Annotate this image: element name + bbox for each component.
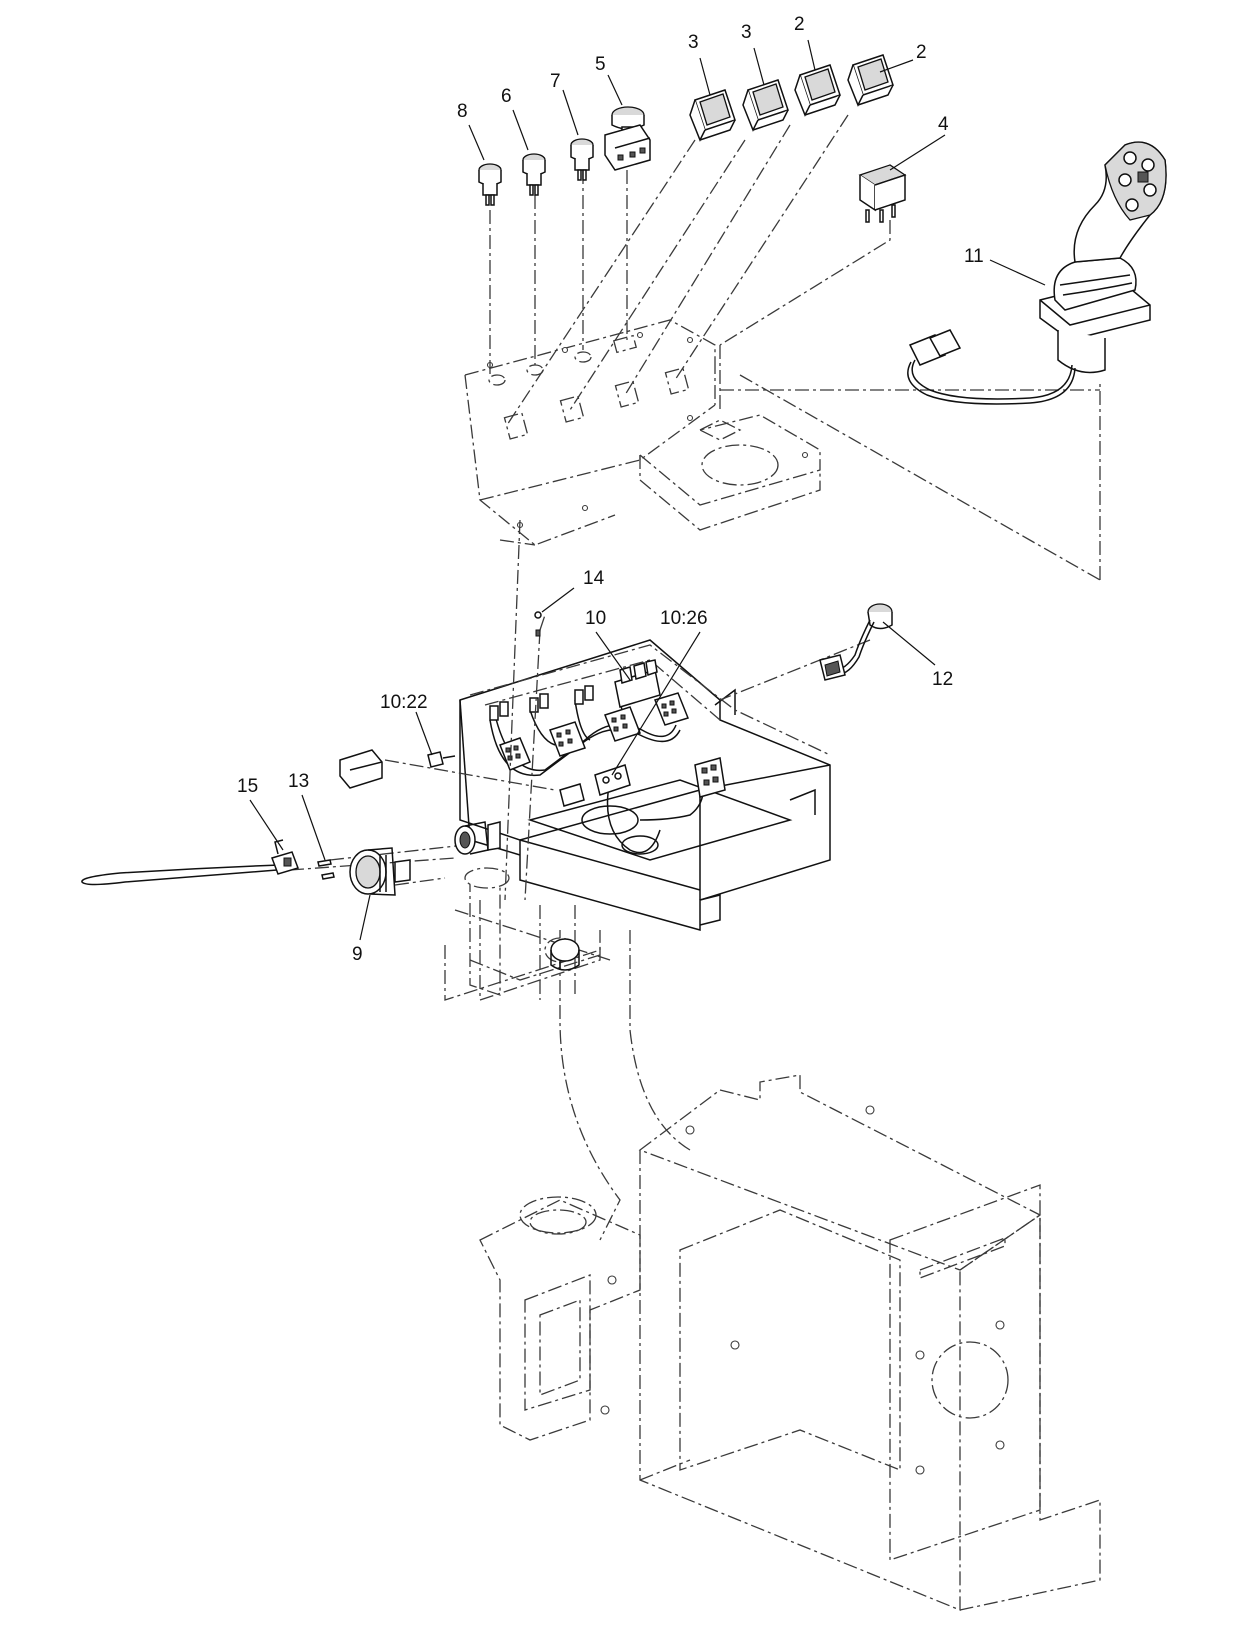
rocker-switch-2b [847,54,894,107]
callout-15: 15 [237,776,258,797]
leader-2b [879,59,914,73]
leader-7 [562,89,579,136]
callout-9: 9 [352,944,363,965]
callout-5: 5 [595,54,606,75]
control-box-housing [459,639,831,931]
connector-block-4 [654,692,689,726]
callout-14: 14 [583,568,605,589]
leader-2a [807,39,816,71]
rocker-switch-3a [689,89,736,142]
control-box-lower [444,867,611,1001]
emergency-stop-5 [604,106,651,171]
connector-right [694,757,726,798]
callout-10-26: 10:26 [660,608,708,629]
plug-bushing [454,821,501,855]
connector-12 [819,603,893,681]
leader-6 [512,109,529,151]
leader-11 [989,259,1046,286]
lanyard-15 [81,839,299,886]
callout-labels: 8 6 7 5 3 3 2 2 4 11 12 10 10:26 10:22 1… [237,14,984,965]
leader-15 [249,799,284,851]
callout-8: 8 [457,101,468,122]
fastener-14 [534,611,542,637]
callout-2b: 2 [916,42,927,63]
callout-10-22: 10:22 [380,692,428,713]
callout-10: 10 [585,608,606,629]
frame-pedestal [479,930,1101,1611]
leader-9 [359,894,371,941]
callout-7: 7 [550,71,561,92]
callout-6: 6 [501,86,512,107]
pin-13 [317,859,335,880]
joystick-11 [907,141,1167,405]
callout-13: 13 [288,771,309,792]
rocker-switch-3b [742,79,789,132]
callout-4: 4 [938,114,949,135]
callout-3a: 3 [688,32,699,53]
push-button-6 [522,153,546,196]
leader-3a [699,57,711,96]
leader-8 [468,124,485,161]
socket-9 [349,847,411,896]
callout-12: 12 [932,669,953,690]
callout-2a: 2 [794,14,805,35]
leader-12 [882,621,936,666]
callout-3b: 3 [741,22,752,43]
pigtail-connectors [489,685,594,721]
push-button-8 [478,163,502,206]
leader-5 [607,74,623,106]
terminal-block-10 [614,659,661,708]
leader-3b [753,47,765,86]
rocker-switch-2a [794,64,841,117]
leader-10-22 [415,711,433,756]
connector-block-2 [549,721,586,757]
support-boss [550,938,580,971]
leader-4 [889,134,946,171]
switch-connectors [489,659,726,807]
callout-11: 11 [964,246,984,267]
leader-14 [541,587,575,613]
leader-10 [595,631,631,681]
clip-10-22 [339,749,456,789]
rocker-switch-4 [858,164,907,223]
leader-13 [301,794,326,861]
push-button-7 [570,138,594,181]
connector-10-26 [559,764,631,807]
leader-lines [249,39,1046,941]
connector-block-1 [499,737,531,771]
assembly-lines [289,114,1101,901]
leader-10-26 [611,631,701,776]
connector-block-3 [604,706,641,742]
panel-plate-upper [464,319,821,546]
